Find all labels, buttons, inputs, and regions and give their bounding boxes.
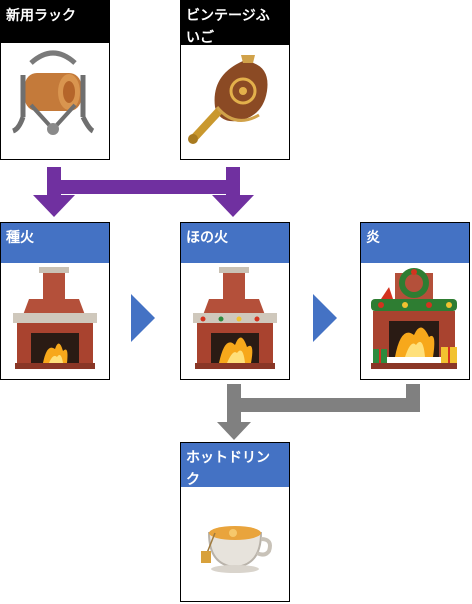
christmas-fireplace-icon bbox=[361, 263, 469, 379]
item-card-honoobi[interactable]: ほの火 bbox=[180, 222, 290, 380]
output-arrow bbox=[217, 384, 420, 440]
item-label: ホットドリンク bbox=[181, 443, 289, 488]
decorated-fireplace-icon bbox=[181, 263, 289, 379]
fireplace-icon bbox=[1, 263, 109, 379]
item-label: 種火 bbox=[1, 223, 109, 263]
item-card-honoo[interactable]: 炎 bbox=[360, 222, 470, 380]
hot-drink-cup-icon bbox=[181, 487, 289, 601]
item-card-hotdrink[interactable]: ホットドリンク bbox=[180, 442, 290, 602]
item-label: ほの火 bbox=[181, 223, 289, 263]
item-card-tanebi[interactable]: 種火 bbox=[0, 222, 110, 380]
bellows-icon bbox=[181, 45, 289, 159]
item-label: ビンテージふいご bbox=[181, 1, 289, 46]
log-rack-icon bbox=[1, 43, 109, 159]
item-label: 新用ラック bbox=[1, 1, 109, 43]
item-card-rack[interactable]: 新用ラック bbox=[0, 0, 110, 160]
merge-arrow bbox=[33, 167, 254, 217]
item-label: 炎 bbox=[361, 223, 469, 263]
item-card-bellows[interactable]: ビンテージふいご bbox=[180, 0, 290, 160]
